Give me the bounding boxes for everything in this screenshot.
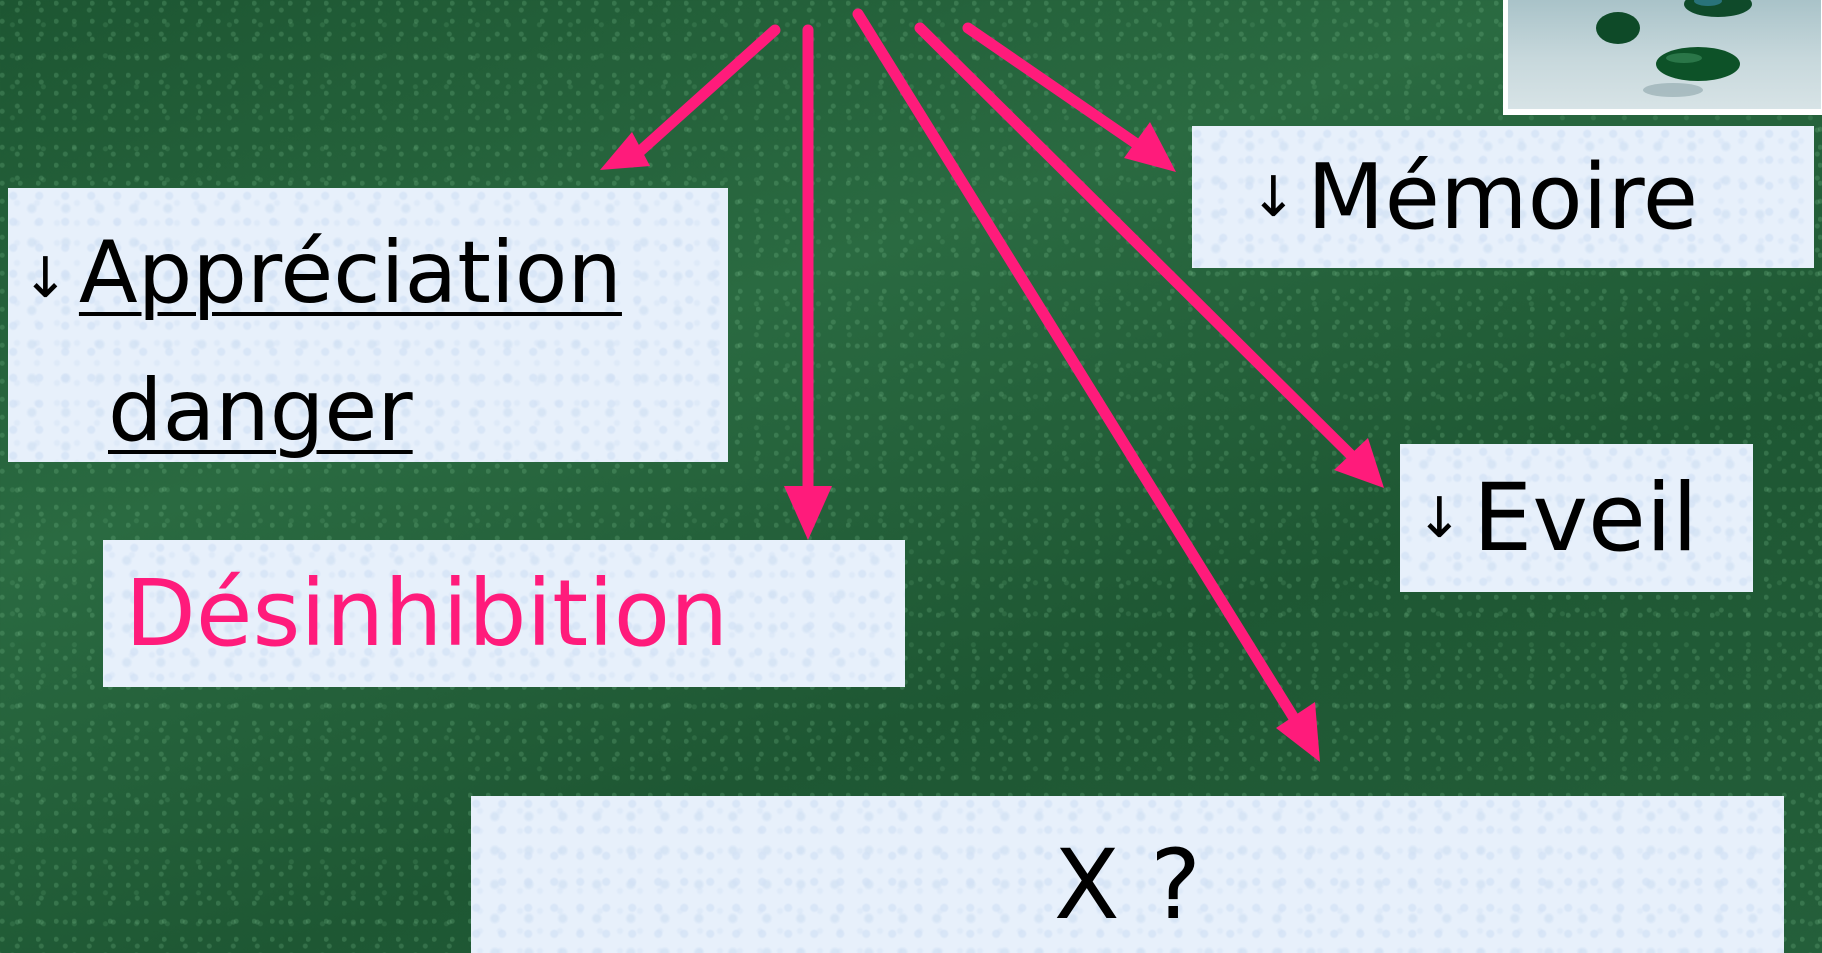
unknown-effect-box: X ?	[471, 796, 1784, 953]
arrowhead-desinhibition	[784, 486, 832, 540]
down-arrow-icon: ↓	[1250, 164, 1297, 230]
down-arrow-icon: ↓	[1416, 485, 1463, 551]
eveil-label: Eveil	[1472, 463, 1699, 573]
memoire-box: ↓ Mémoire	[1192, 126, 1814, 268]
eveil-box: ↓ Eveil	[1400, 444, 1753, 592]
down-arrow-icon: ↓	[22, 245, 69, 311]
arrowhead-unknown	[1276, 702, 1320, 762]
memoire-label: Mémoire	[1306, 144, 1699, 250]
appreciation-label: Appréciation	[78, 223, 622, 323]
arrowhead-appreciation	[600, 132, 650, 170]
danger-label: danger	[108, 361, 413, 461]
desinhibition-label: Désinhibition	[125, 560, 729, 667]
appreciation-line2: danger	[108, 368, 413, 454]
arrow-to-unknown	[852, 8, 1316, 750]
capsules-image	[1508, 0, 1821, 109]
arrow-to-eveil	[914, 22, 1376, 480]
arrow-to-appreciation	[622, 24, 781, 168]
desinhibition-box: Désinhibition	[103, 540, 905, 687]
arrowhead-eveil	[1334, 438, 1384, 488]
appreciation-danger-box: ↓Appréciation danger	[8, 188, 728, 462]
unknown-effect-label: X ?	[1053, 828, 1202, 941]
arrowhead-memoire	[1124, 122, 1176, 172]
appreciation-line1: ↓Appréciation	[22, 230, 622, 316]
capsules-illustration	[1596, 0, 1752, 97]
arrow-to-memoire	[962, 22, 1166, 166]
capsules-photo	[1503, 0, 1822, 115]
